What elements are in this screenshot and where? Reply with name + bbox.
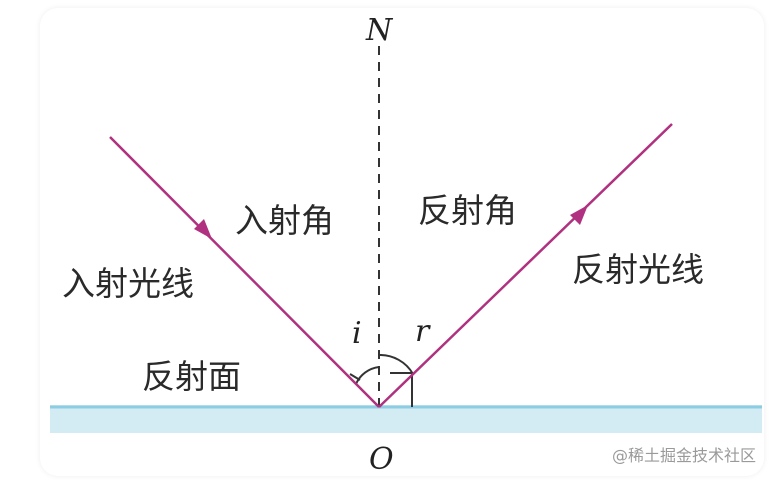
reflection-angle-label: 反射角 [418, 191, 517, 230]
surface-label: 反射面 [142, 357, 241, 396]
reflected-ray-label: 反射光线 [572, 250, 704, 289]
normal-label: N [365, 13, 394, 48]
watermark: @稀土掘金技术社区 [612, 446, 756, 465]
incident-angle-label: 入射角 [235, 201, 334, 240]
reflecting-surface [50, 405, 762, 433]
incident-arrow-icon [194, 219, 212, 239]
incident-ray [109, 136, 380, 408]
angle-i-arc [355, 366, 380, 385]
angle-i-tick [349, 373, 361, 381]
right-angle-mark [390, 372, 413, 407]
reflected-ray [378, 123, 673, 408]
diagram-card [40, 8, 764, 476]
point-o-label: O [369, 442, 394, 477]
incident-ray-label: 入射光线 [62, 264, 194, 303]
angle-r-arc [378, 353, 414, 375]
reflected-arrow-icon [570, 205, 588, 225]
angle-r-label: r [415, 314, 431, 349]
angle-i-label: i [352, 316, 362, 351]
